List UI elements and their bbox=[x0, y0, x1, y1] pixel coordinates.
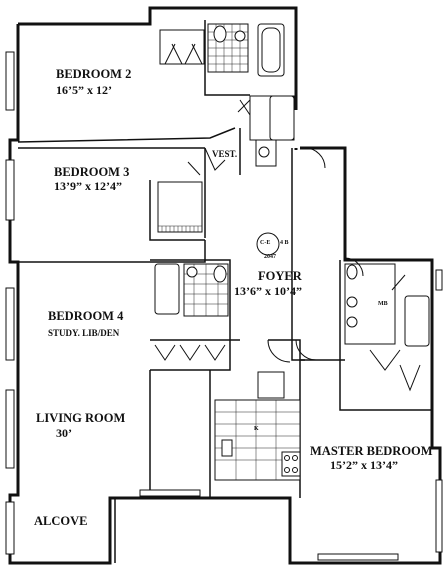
room-name-bedroom-4: BEDROOM 4 bbox=[48, 309, 124, 323]
room-name-master-bedroom: MASTER BEDROOM bbox=[310, 444, 433, 458]
stamp: C-E 4 B 2047 bbox=[256, 232, 289, 260]
window bbox=[5, 287, 15, 361]
window bbox=[317, 553, 399, 561]
kitchen bbox=[214, 371, 301, 481]
bathtub bbox=[269, 95, 295, 141]
window bbox=[5, 501, 15, 555]
vestibule-label: VEST. bbox=[212, 149, 237, 159]
mb-label: MB bbox=[378, 301, 388, 307]
windows bbox=[5, 51, 443, 561]
bathroom-middle bbox=[154, 263, 229, 361]
window bbox=[435, 479, 443, 553]
sink bbox=[258, 146, 270, 158]
room-name-bedroom-3: BEDROOM 3 bbox=[54, 165, 129, 179]
room-name-bedroom-2: BEDROOM 2 bbox=[56, 67, 131, 81]
window bbox=[5, 51, 15, 111]
room-dims-bedroom-2: 16’5” x 12’ bbox=[56, 83, 112, 97]
doors bbox=[267, 147, 364, 363]
toilet bbox=[213, 25, 227, 43]
bathroom-top bbox=[207, 23, 285, 77]
sink bbox=[221, 439, 233, 457]
bathtub bbox=[404, 295, 430, 347]
closet-bedroom-3 bbox=[157, 147, 226, 233]
master-bath bbox=[344, 263, 430, 392]
cooktop bbox=[281, 451, 301, 477]
window bbox=[139, 489, 201, 497]
room-name-foyer: FOYER bbox=[258, 269, 303, 283]
stamp-number-text: 2047 bbox=[264, 254, 276, 260]
room-dims-bedroom-3: 13’9” x 12’4” bbox=[54, 179, 122, 193]
sink bbox=[346, 296, 358, 308]
window bbox=[5, 389, 15, 469]
closet-bedroom-2 bbox=[159, 29, 205, 65]
room-dims-master-bedroom: 15’2” x 13’4” bbox=[330, 458, 398, 472]
sink bbox=[234, 30, 246, 42]
room-name-living-room: LIVING ROOM bbox=[36, 411, 125, 425]
sink bbox=[346, 316, 358, 328]
sink bbox=[186, 266, 198, 278]
stamp-side-text: 4 B bbox=[280, 240, 289, 246]
stamp-top-text: C-E bbox=[260, 240, 270, 246]
room-subtitle-bedroom-4: STUDY. LIB/DEN bbox=[48, 328, 120, 338]
room-dims-living-room: 30’ bbox=[56, 426, 72, 440]
kitchen-k-label: K bbox=[254, 426, 259, 432]
toilet bbox=[346, 264, 358, 280]
room-name-alcove: ALCOVE bbox=[34, 514, 87, 528]
window bbox=[435, 269, 443, 291]
window bbox=[5, 159, 15, 221]
bathtub bbox=[154, 263, 180, 315]
bathroom-vest bbox=[237, 95, 295, 167]
toilet bbox=[213, 265, 227, 283]
room-dims-foyer: 13’6” x 10’4” bbox=[234, 284, 302, 298]
